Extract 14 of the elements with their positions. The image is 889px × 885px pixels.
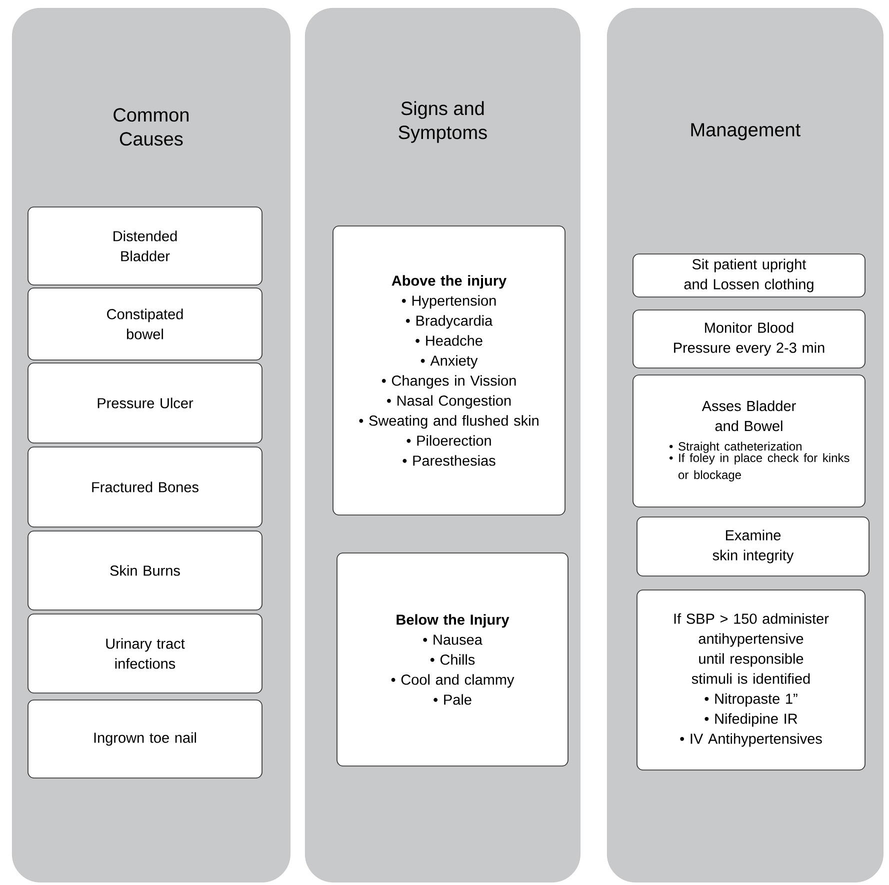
- cause-box: Pressure Ulcer: [28, 362, 262, 444]
- management-box: Monitor Blood Pressure every 2-3 min: [632, 310, 866, 368]
- management-box: Examine skin integrity: [636, 516, 870, 576]
- cause-box: Distended Bladder: [28, 206, 262, 286]
- management-box: Asses Bladder and Bowel • Straight catheterization • If foley in place check for kinks or blockage: [632, 374, 866, 508]
- cause-box: Ingrown toe nail: [28, 700, 262, 778]
- management-box: Sit patient upright and Lossen clothing: [632, 254, 866, 298]
- cause-box: Constipated bowel: [28, 288, 262, 360]
- management-box: If SBP > 150 administer antihypertensive until responsible stimuli is identified • Nitropaste 1” • Nifedipine IR • IV Antihypertensives: [636, 590, 866, 770]
- symptom-box: Below the Injury • Nausea • Chills • Cool and clammy • Pale: [336, 552, 568, 766]
- cause-box: Urinary tract infections: [28, 614, 262, 694]
- cause-box: Fractured Bones: [28, 446, 262, 528]
- symptom-box: Above the injury • Hypertension • Bradycardia • Headche • Anxiety • Changes in Vission • Nasal Congestion • Sweating and flushed skin • Piloerection • Paresthesias: [332, 226, 566, 516]
- cause-box: Skin Burns: [28, 530, 262, 610]
